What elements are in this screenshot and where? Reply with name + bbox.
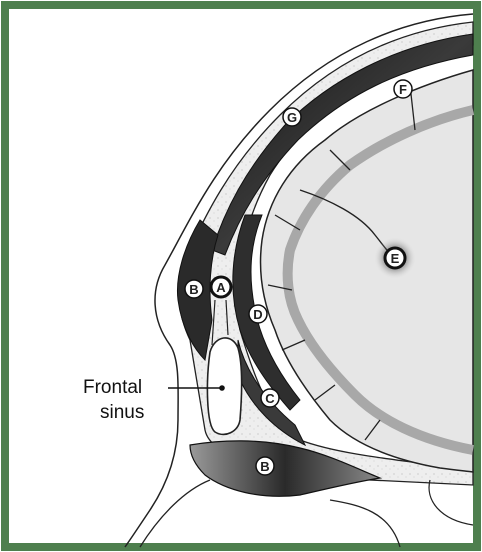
marker-g-label: G — [287, 110, 297, 125]
marker-b-lower-label: B — [260, 459, 269, 474]
marker-b-upper: B — [185, 280, 203, 298]
annotation-line-1: Frontal — [83, 377, 142, 398]
marker-b-upper-label: B — [189, 282, 198, 297]
marker-g: G — [283, 108, 301, 126]
marker-d-label: D — [253, 307, 262, 322]
frontal-sinus-cavity — [207, 338, 241, 434]
marker-f: F — [394, 80, 412, 98]
marker-f-label: F — [399, 82, 407, 97]
marker-e-label: E — [391, 251, 400, 266]
sinus-leader-dot — [219, 385, 225, 391]
annotation-line-2: sinus — [100, 402, 144, 423]
marker-c-label: C — [265, 391, 275, 406]
marker-e: E — [385, 248, 405, 268]
marker-a-label: A — [216, 280, 226, 295]
marker-c: C — [261, 389, 279, 407]
marker-b-lower: B — [256, 457, 274, 475]
marker-a: A — [211, 277, 231, 297]
marker-d: D — [249, 305, 267, 323]
